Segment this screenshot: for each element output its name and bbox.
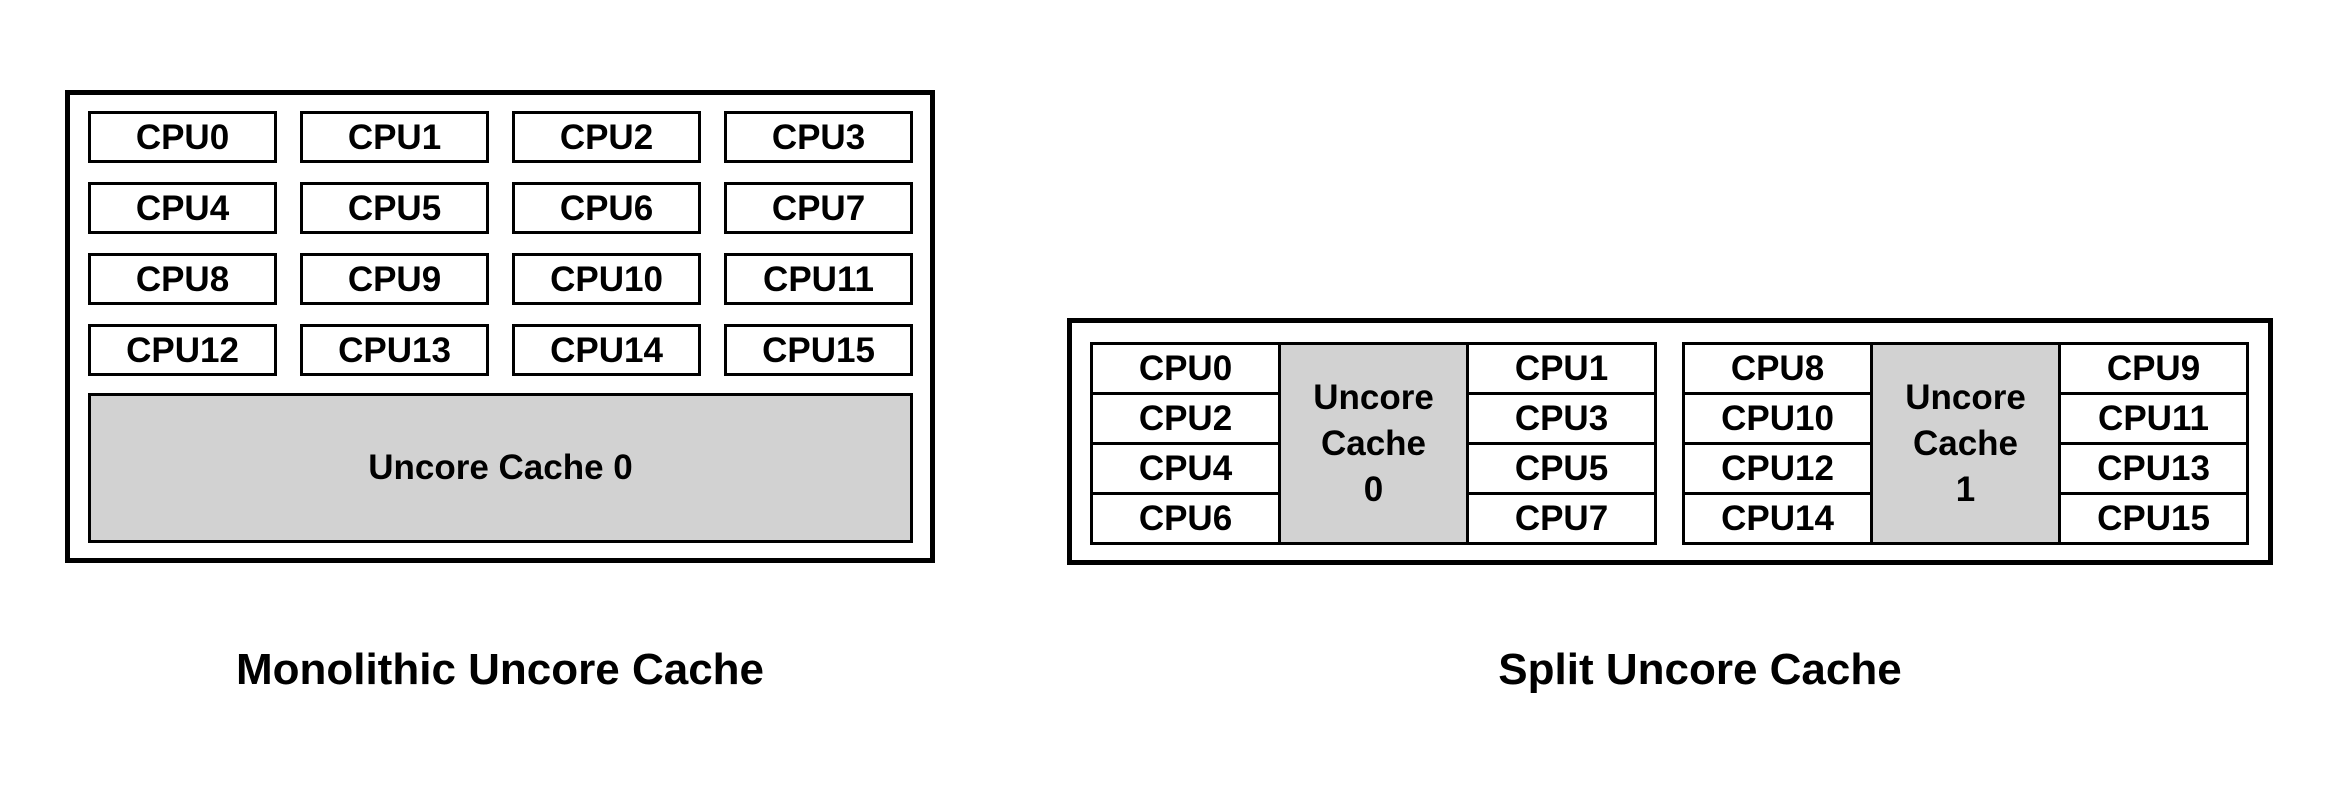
cpu-box: CPU10 (512, 253, 701, 305)
split-caption: Split Uncore Cache (1498, 645, 1902, 694)
cpu-box: CPU3 (1466, 392, 1657, 445)
cpu-box: CPU0 (1090, 342, 1281, 395)
cpu-box: CPU4 (88, 182, 277, 234)
cache-label-line: Cache (1912, 423, 2019, 463)
cache-label-line: Uncore (1905, 377, 2026, 417)
monolithic-diagram: CPU0 CPU1 CPU2 CPU3 CPU4 CPU5 CPU6 CPU7 … (65, 90, 935, 563)
cpu-box: CPU11 (724, 253, 913, 305)
uncore-cache-0-split-block: Uncore Cache 0 (1278, 342, 1469, 545)
cpu-box: CPU7 (724, 182, 913, 234)
cpu-box: CPU14 (1682, 492, 1873, 545)
split-group-0-right-column: CPU1 CPU3 CPU5 CPU7 (1466, 342, 1657, 545)
cpu-box: CPU10 (1682, 392, 1873, 445)
cpu-box: CPU15 (724, 324, 913, 376)
cpu-box: CPU1 (300, 111, 489, 163)
cpu-box: CPU15 (2058, 492, 2249, 545)
split-group-1-left-column: CPU8 CPU10 CPU12 CPU14 (1682, 342, 1873, 545)
split-group-1-right-column: CPU9 CPU11 CPU13 CPU15 (2058, 342, 2249, 545)
cpu-box: CPU13 (300, 324, 489, 376)
monolithic-cpu-grid: CPU0 CPU1 CPU2 CPU3 CPU4 CPU5 CPU6 CPU7 … (88, 111, 913, 376)
cpu-box: CPU9 (2058, 342, 2249, 395)
split-group-1: CPU8 CPU10 CPU12 CPU14 Uncore Cache 1 CP… (1682, 342, 2249, 545)
cpu-box: CPU1 (1466, 342, 1657, 395)
cpu-box: CPU5 (1466, 442, 1657, 495)
uncore-cache-0-block: Uncore Cache 0 (88, 393, 913, 543)
cpu-box: CPU3 (724, 111, 913, 163)
cache-label-line: 1 (1955, 469, 1976, 509)
cpu-box: CPU11 (2058, 392, 2249, 445)
uncore-cache-1-split-block: Uncore Cache 1 (1870, 342, 2061, 545)
split-diagram: CPU0 CPU2 CPU4 CPU6 Uncore Cache 0 CPU1 … (1067, 318, 2273, 565)
cpu-box: CPU12 (88, 324, 277, 376)
cpu-box: CPU0 (88, 111, 277, 163)
cpu-box: CPU12 (1682, 442, 1873, 495)
cache-label-line: 0 (1363, 469, 1384, 509)
cpu-box: CPU4 (1090, 442, 1281, 495)
cpu-box: CPU6 (1090, 492, 1281, 545)
split-group-0: CPU0 CPU2 CPU4 CPU6 Uncore Cache 0 CPU1 … (1090, 342, 1657, 545)
monolithic-caption: Monolithic Uncore Cache (235, 645, 765, 694)
cpu-box: CPU2 (1090, 392, 1281, 445)
cpu-box: CPU8 (88, 253, 277, 305)
cpu-box: CPU7 (1466, 492, 1657, 545)
split-group-0-left-column: CPU0 CPU2 CPU4 CPU6 (1090, 342, 1281, 545)
cpu-box: CPU9 (300, 253, 489, 305)
cpu-box: CPU13 (2058, 442, 2249, 495)
cache-label-line: Uncore (1313, 377, 1434, 417)
cpu-box: CPU5 (300, 182, 489, 234)
cache-label-line: Cache (1320, 423, 1427, 463)
cpu-box: CPU2 (512, 111, 701, 163)
cpu-box: CPU14 (512, 324, 701, 376)
cpu-box: CPU8 (1682, 342, 1873, 395)
cpu-box: CPU6 (512, 182, 701, 234)
